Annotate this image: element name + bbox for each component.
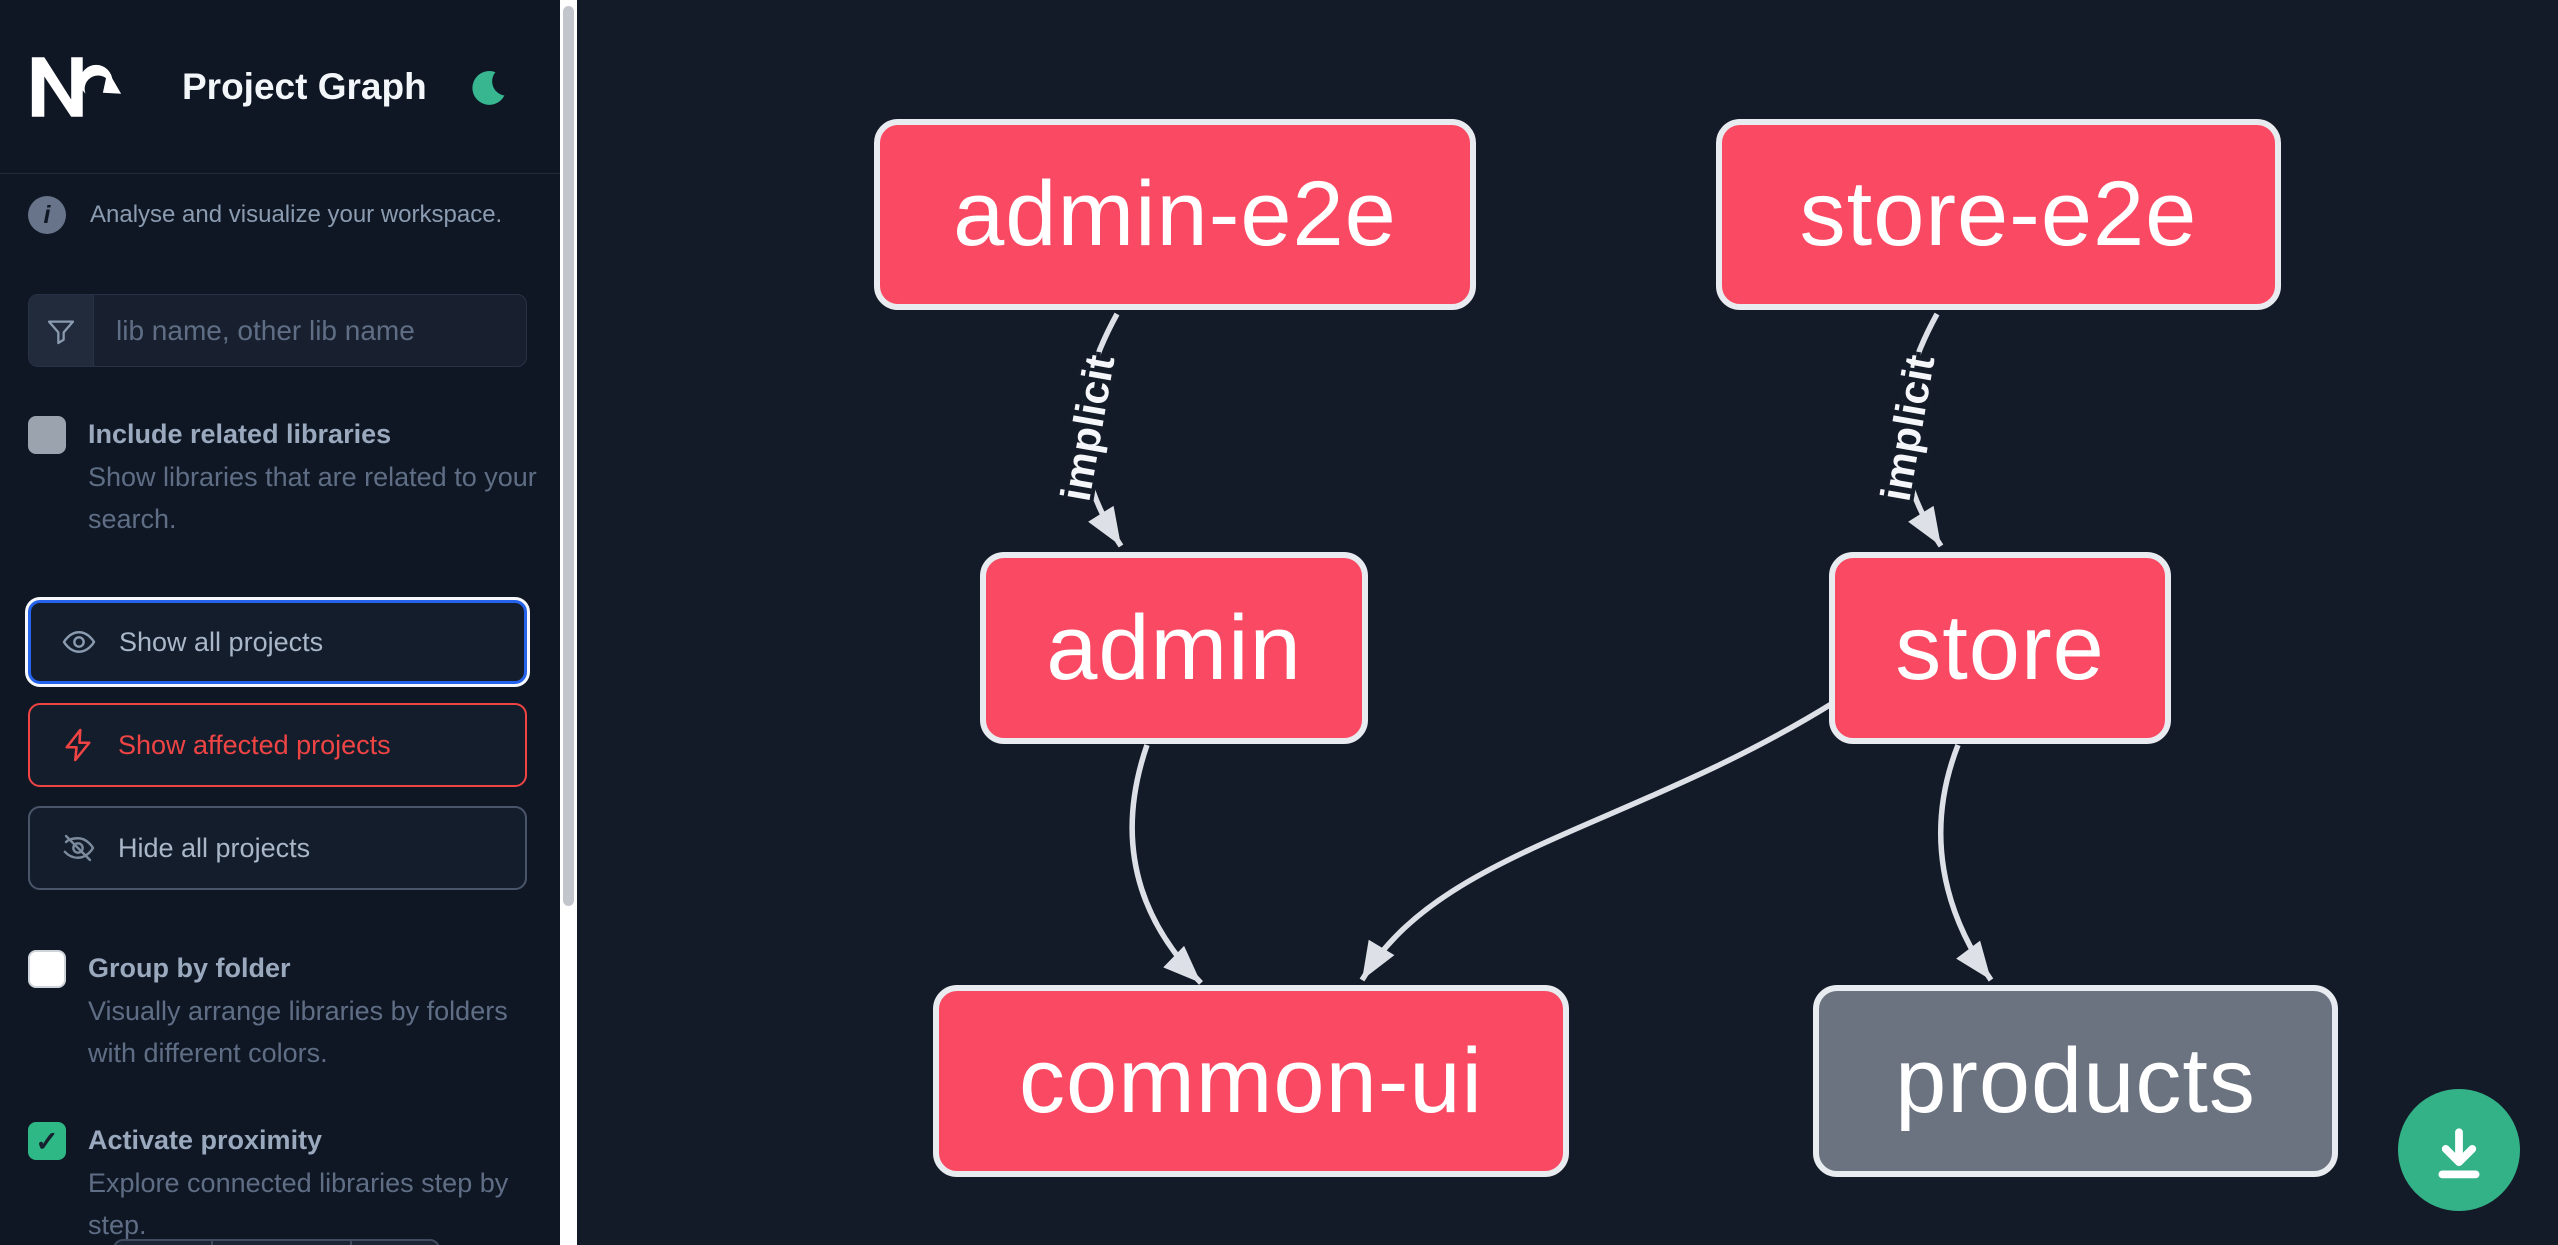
node-label: admin-e2e (953, 163, 1397, 265)
bolt-icon (60, 727, 96, 763)
graph-edge-store-common-ui[interactable] (1359, 700, 1835, 982)
button-label: Hide all projects (118, 832, 311, 863)
group-by-folder-checkbox[interactable] (28, 950, 66, 988)
edge-arrowhead (1088, 505, 1121, 546)
graph-node-admin[interactable]: admin (980, 552, 1368, 744)
tagline: Analyse and visualize your workspace. (90, 201, 503, 228)
nx-logo (28, 55, 124, 119)
proximity-increment-button[interactable] (350, 1241, 438, 1245)
node-label: store-e2e (1799, 163, 2198, 265)
theme-toggle-button[interactable] (468, 68, 506, 106)
include-related-checkbox[interactable] (28, 416, 66, 454)
option-description: Visually arrange libraries by folders wi… (88, 996, 508, 1068)
edge-arrowhead (1362, 939, 1395, 980)
graph-node-store-e2e[interactable]: store-e2e (1716, 119, 2281, 310)
edge-arrowhead (1908, 505, 1941, 546)
option-label[interactable]: Include related libraries (88, 419, 392, 449)
graph-edge-store-products[interactable] (1938, 744, 1994, 982)
graph-node-common-ui[interactable]: common-ui (933, 985, 1569, 1177)
search-box (28, 294, 527, 367)
show-all-projects-button[interactable]: Show all projects (28, 600, 527, 684)
node-label: common-ui (1018, 1029, 1483, 1132)
moon-icon (468, 68, 506, 106)
option-include-related: Include related libraries Show libraries… (28, 414, 537, 540)
node-label: products (1895, 1029, 2256, 1132)
hide-all-projects-button[interactable]: Hide all projects (28, 806, 527, 890)
button-label: Show all projects (119, 626, 324, 657)
show-affected-projects-button[interactable]: Show affected projects (28, 703, 527, 787)
graph-node-store[interactable]: store (1829, 552, 2171, 744)
filter-icon (29, 295, 94, 366)
option-label[interactable]: Group by folder (88, 953, 291, 983)
app-title: Project Graph (182, 65, 427, 107)
option-group-by-folder: Group by folder Visually arrange librari… (28, 948, 527, 1074)
proximity-value (211, 1241, 350, 1245)
option-description: Show libraries that are related to your … (88, 462, 537, 534)
button-label: Show affected projects (118, 729, 391, 760)
tagline-row: i Analyse and visualize your workspace. (28, 196, 527, 234)
download-image-button[interactable] (2398, 1089, 2520, 1211)
option-label[interactable]: Activate proximity (88, 1125, 323, 1155)
option-activate-proximity: ✓ Activate proximity Explore connected l… (28, 1120, 527, 1245)
node-label: admin (1046, 596, 1302, 699)
activate-proximity-checkbox[interactable]: ✓ (28, 1122, 66, 1160)
edge-arrowhead (1163, 945, 1201, 983)
graph-edge-admin-common-ui[interactable] (1129, 744, 1203, 985)
proximity-stepper (113, 1239, 440, 1245)
option-description: Explore connected libraries step by step… (88, 1168, 509, 1240)
eye-icon (61, 624, 97, 660)
sidebar: Project Graph i Analyse and visualize yo… (0, 0, 560, 1245)
edge-arrowhead (1956, 940, 1991, 980)
project-visibility-buttons: Show all projects Show affected projects (28, 600, 527, 890)
sidebar-scrollbar-thumb[interactable] (563, 6, 574, 906)
info-icon: i (28, 196, 66, 234)
sidebar-header: Project Graph (0, 0, 560, 174)
search-input[interactable] (94, 295, 526, 366)
sidebar-scrollbar[interactable] (560, 0, 577, 1245)
graph-node-products[interactable]: products (1813, 985, 2338, 1177)
eye-slash-icon (60, 830, 96, 866)
proximity-decrement-button[interactable] (115, 1241, 211, 1245)
sidebar-content: i Analyse and visualize your workspace. … (0, 196, 560, 1245)
download-icon (2428, 1119, 2490, 1181)
node-label: store (1895, 596, 2105, 699)
graph-node-admin-e2e[interactable]: admin-e2e (874, 119, 1476, 310)
